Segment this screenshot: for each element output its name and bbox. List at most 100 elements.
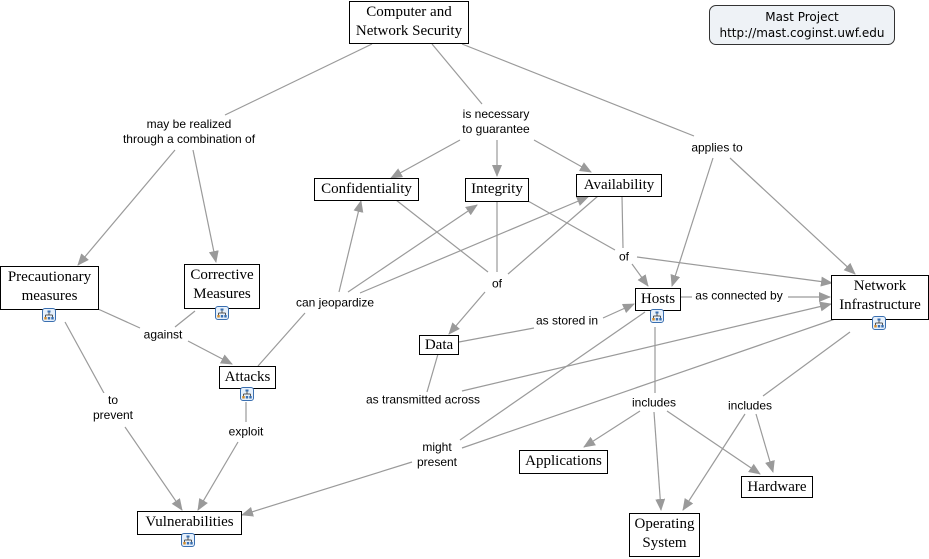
edge <box>124 426 183 511</box>
link-includes-network[interactable]: includes <box>726 398 774 414</box>
concept-corrective-measures[interactable]: Corrective Measures <box>184 264 260 309</box>
edge <box>257 312 306 367</box>
concept-map-link-icon[interactable] <box>42 308 56 322</box>
concept-label: Data <box>424 337 454 353</box>
concept-availability[interactable]: Availability <box>576 174 662 197</box>
concept-label: Integrity <box>471 181 523 197</box>
link-against[interactable]: against <box>142 327 184 343</box>
concept-label: Infrastructure <box>839 297 921 313</box>
concept-integrity[interactable]: Integrity <box>465 178 529 202</box>
concept-hosts[interactable]: Hosts <box>635 288 681 311</box>
edge <box>729 157 856 275</box>
project-url[interactable]: http://mast.coginst.uwf.edu <box>719 26 885 40</box>
edge <box>653 411 666 511</box>
concept-map-link-icon[interactable] <box>181 533 195 547</box>
edge <box>347 204 478 293</box>
link-label: might <box>422 440 452 454</box>
concept-data[interactable]: Data <box>419 335 459 355</box>
concept-operating-system[interactable]: Operating System <box>629 513 700 557</box>
concept-network-infrastructure[interactable]: Network Infrastructure <box>831 275 929 320</box>
link-as-stored-in[interactable]: as stored in <box>534 313 600 329</box>
edge <box>527 200 616 251</box>
link-exploit[interactable]: exploit <box>227 424 265 440</box>
concept-label: Hosts <box>640 291 676 307</box>
link-label: to guarantee <box>462 122 530 136</box>
concept-map-link-icon[interactable] <box>215 306 229 320</box>
concept-map-link-icon[interactable] <box>650 309 664 323</box>
link-includes-hosts[interactable]: includes <box>630 395 678 411</box>
concept-map-link-icon[interactable] <box>872 316 886 330</box>
link-label: can jeopardize <box>295 295 375 310</box>
concept-label: System <box>642 535 687 551</box>
edge <box>682 413 746 511</box>
concept-attacks[interactable]: Attacks <box>219 366 276 389</box>
edge <box>631 263 649 287</box>
edge <box>583 410 641 448</box>
link-label: present <box>416 455 458 469</box>
edge <box>621 195 624 249</box>
edge <box>97 308 141 329</box>
edge <box>390 139 461 179</box>
concept-label: Corrective <box>190 267 254 283</box>
edge <box>448 291 486 335</box>
link-label: to <box>107 393 118 407</box>
link-applies-to[interactable]: applies to <box>690 140 744 156</box>
concept-label: Network Security <box>355 23 463 39</box>
link-label: may be realized <box>146 117 232 131</box>
edge <box>224 43 373 116</box>
concept-confidentiality[interactable]: Confidentiality <box>314 178 419 201</box>
link-label: applies to <box>691 140 743 155</box>
link-label: prevent <box>92 408 134 422</box>
edge <box>426 353 439 393</box>
link-label: as stored in <box>535 313 599 328</box>
concept-label: Applications <box>525 453 602 469</box>
link-label: includes <box>631 395 677 410</box>
link-as-connected-by[interactable]: as connected by <box>694 288 784 304</box>
concept-computer-network-security[interactable]: Computer and Network Security <box>349 1 469 44</box>
link-is-necessary[interactable]: is necessary to guarantee <box>461 107 531 137</box>
concept-applications[interactable]: Applications <box>519 450 608 474</box>
edge <box>670 157 714 287</box>
concept-label: Vulnerabilities <box>145 514 234 530</box>
link-label: as connected by <box>695 288 783 303</box>
concept-precautionary-measures[interactable]: Precautionary measures <box>0 266 99 310</box>
link-label: as transmitted across <box>365 392 481 407</box>
link-might-present[interactable]: might present <box>415 440 459 470</box>
link-label: includes <box>727 398 773 413</box>
edge <box>755 413 775 473</box>
link-of-hosts[interactable]: of <box>617 249 631 265</box>
link-may-be-realized[interactable]: may be realized through a combination of <box>121 117 257 147</box>
edge <box>197 441 239 511</box>
concept-label: Availability <box>583 177 655 193</box>
edge <box>174 310 196 328</box>
concept-label: Confidentiality <box>321 181 412 197</box>
edge <box>533 139 592 173</box>
edge <box>338 200 364 293</box>
edge <box>395 199 489 273</box>
link-as-transmitted-across[interactable]: as transmitted across <box>364 392 482 408</box>
edge <box>241 461 413 517</box>
concept-vulnerabilities[interactable]: Vulnerabilities <box>137 511 242 535</box>
edge <box>431 43 483 105</box>
concept-hardware[interactable]: Hardware <box>741 476 813 498</box>
edge <box>458 327 535 343</box>
edge <box>507 195 599 275</box>
link-label: of <box>618 249 630 264</box>
link-label: exploit <box>228 424 264 439</box>
concept-label: Hardware <box>747 479 807 495</box>
link-can-jeopardize[interactable]: can jeopardize <box>294 295 376 311</box>
edge <box>359 196 589 294</box>
edge <box>77 149 176 266</box>
concept-label: Precautionary <box>7 269 92 285</box>
concept-label: Network <box>853 278 907 294</box>
concept-map-link-icon[interactable] <box>240 387 254 401</box>
concept-label: measures <box>21 288 78 304</box>
edge <box>461 43 695 137</box>
link-label: of <box>491 276 503 291</box>
link-label: is necessary <box>462 107 530 121</box>
edge <box>187 340 233 365</box>
link-of-data[interactable]: of <box>490 276 504 292</box>
link-to-prevent[interactable]: to prevent <box>91 393 135 423</box>
link-label: through a combination of <box>122 132 256 146</box>
